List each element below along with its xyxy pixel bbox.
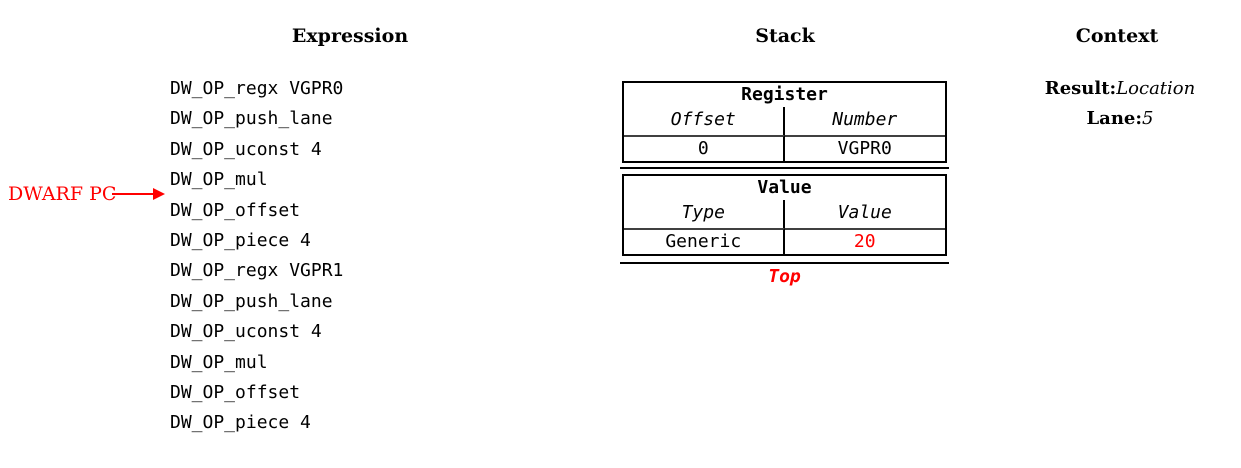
- lane-value: 5: [1142, 108, 1154, 129]
- dwarf-pc-arrow-icon: [112, 188, 165, 200]
- lane-label: Lane:: [1086, 108, 1143, 129]
- stack-top-label: Top: [768, 266, 801, 287]
- stack-entry-values: 0 VGPR0: [624, 135, 945, 161]
- column-header-number: Number: [832, 109, 898, 130]
- column-header-offset: Offset: [624, 107, 785, 135]
- stack-entry-separator-line: [620, 167, 949, 169]
- expression-item: DW_OP_push_lane: [170, 108, 333, 130]
- expression-item: DW_OP_regx VGPR1: [170, 260, 344, 282]
- result-value: Location: [1116, 78, 1196, 99]
- expression-item: DW_OP_push_lane: [170, 290, 333, 312]
- context-section-header: Context: [1075, 25, 1159, 47]
- dwarf-pc-label: DWARF PC: [8, 183, 117, 205]
- expression-item: DW_OP_piece 4: [170, 412, 311, 434]
- stack-bottom-separator-line: [620, 262, 949, 264]
- expression-item: DW_OP_mul: [170, 351, 268, 373]
- column-header-type: Type: [624, 200, 785, 228]
- expression-item: DW_OP_mul: [170, 169, 268, 191]
- stack-entry-column-headers: Type Value: [624, 200, 945, 228]
- result-label: Result:: [1044, 78, 1117, 99]
- stack-entry-column-headers: Offset Number: [624, 107, 945, 135]
- expression-item: DW_OP_regx VGPR0: [170, 78, 344, 99]
- stack-section-header: Stack: [755, 25, 815, 47]
- context-lane-line: Lane:5: [1010, 108, 1230, 138]
- expression-list: DW_OP_regx VGPR0 DW_OP_push_lane DW_OP_u…: [170, 74, 343, 439]
- expression-item: DW_OP_offset: [170, 381, 301, 403]
- expression-item: DW_OP_piece 4: [170, 229, 311, 251]
- column-header-value: Value: [837, 202, 892, 223]
- expression-item: DW_OP_uconst 4: [170, 321, 322, 343]
- expression-section-header: Expression: [291, 25, 409, 47]
- stack-entry-register: Register Offset Number 0 VGPR0: [622, 81, 947, 163]
- stack-entry-title: Value: [757, 177, 812, 198]
- context-block: Result:Location Lane:5: [1010, 78, 1230, 138]
- register-offset-value: 0: [624, 135, 785, 161]
- value-value: 20: [784, 228, 945, 254]
- expression-item: DW_OP_uconst 4: [170, 138, 322, 160]
- stack-entry-values: Generic 20: [624, 228, 945, 254]
- register-number-value: VGPR0: [784, 135, 945, 161]
- value-type-value: Generic: [624, 228, 785, 254]
- context-result-line: Result:Location: [1010, 78, 1230, 108]
- stack-entry-title: Register: [741, 84, 828, 105]
- expression-item-pc-target: DW_OP_offset: [170, 199, 301, 221]
- stack-entry-value: Value Type Value Generic 20: [622, 174, 947, 256]
